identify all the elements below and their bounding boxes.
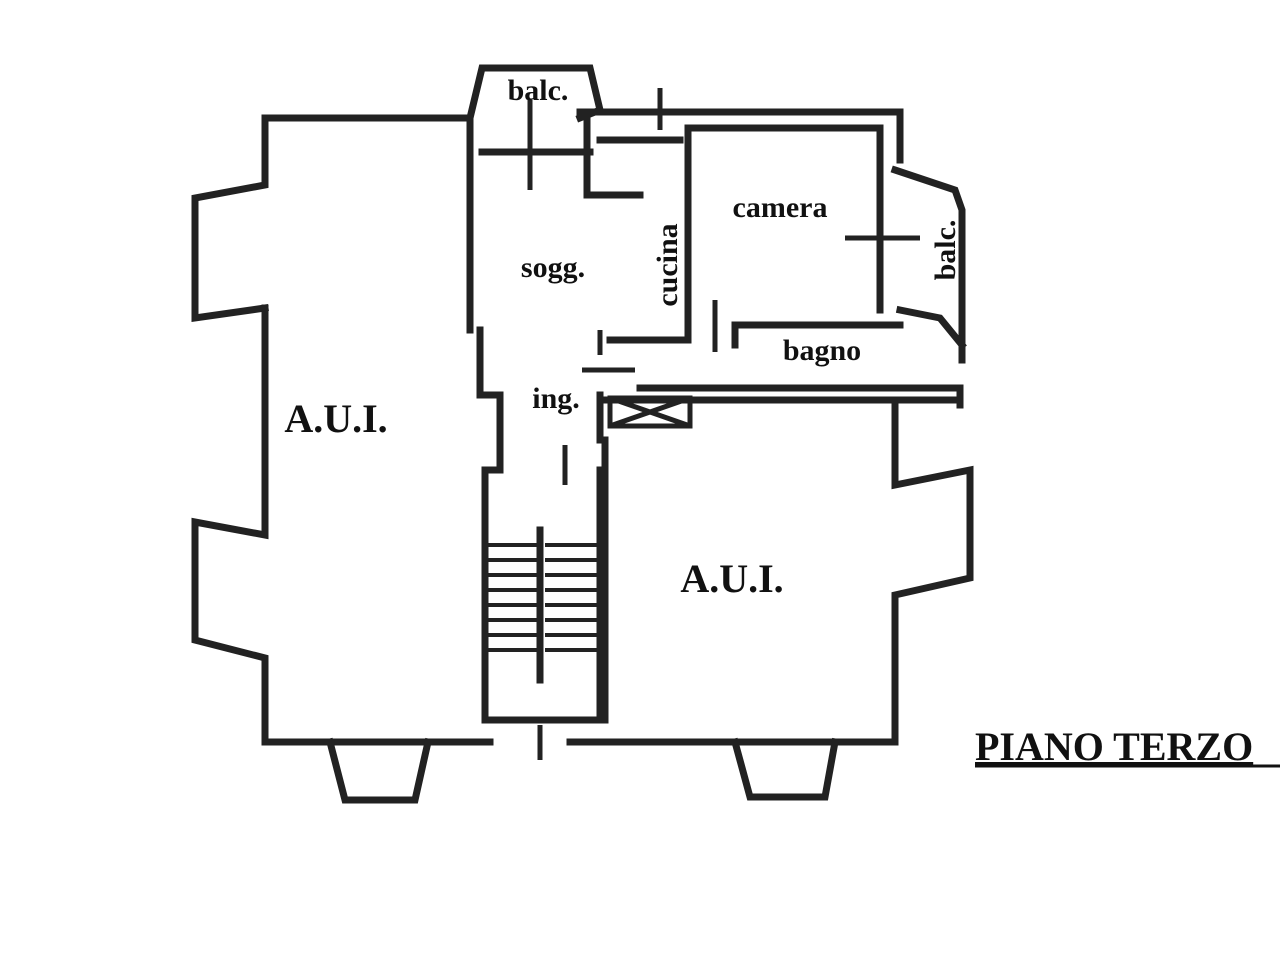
label-aui-left: A.U.I.: [284, 396, 387, 441]
upper-right-walls: [576, 88, 967, 364]
label-ing: ing.: [532, 382, 580, 415]
label-balc-top: balc.: [508, 74, 569, 107]
label-cucina: cucina: [651, 223, 684, 306]
floor-title: PIANO TERZO: [975, 724, 1253, 769]
label-bagno: bagno: [783, 334, 861, 367]
label-aui-right: A.U.I.: [680, 556, 783, 601]
left-unit-walls: [191, 114, 504, 804]
stairwell: [481, 445, 604, 760]
label-balc-right: balc.: [929, 220, 962, 281]
label-sogg: sogg.: [521, 251, 585, 284]
right-unit-walls: [566, 396, 974, 801]
label-camera: camera: [733, 191, 828, 224]
